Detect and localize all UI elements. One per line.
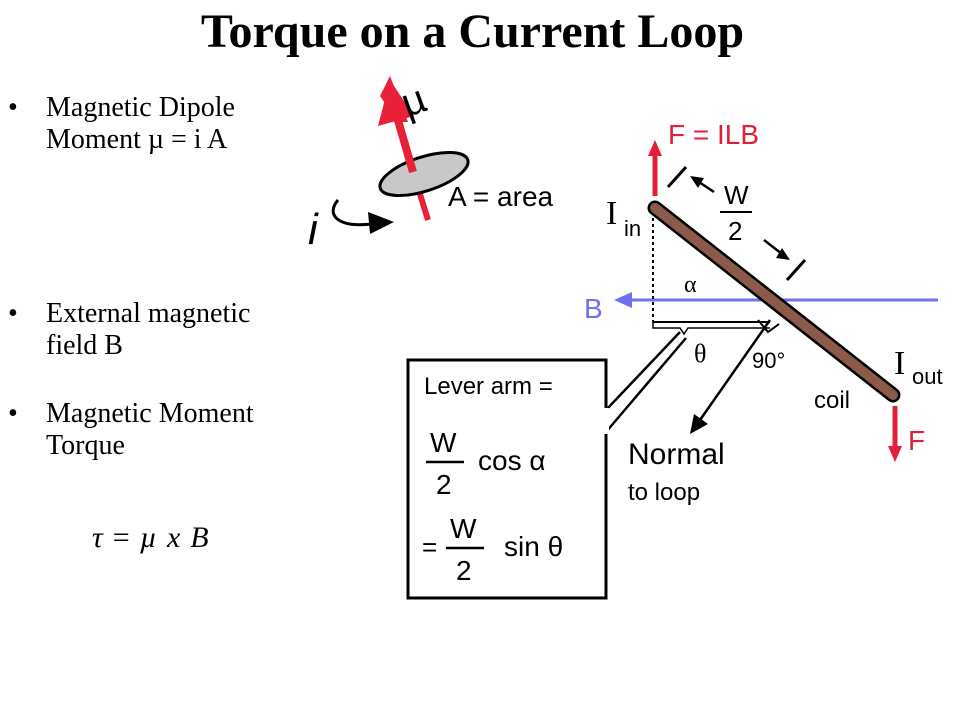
right-angle-mark — [757, 319, 780, 334]
callout-pointer-a — [605, 331, 681, 411]
w-arrowhead-top — [690, 176, 704, 188]
current-arrowhead — [368, 212, 394, 234]
lever-cos: cos α — [478, 445, 546, 476]
w-arrow-bottom — [763, 239, 783, 255]
bullet-marker: • — [8, 92, 18, 123]
current-label: i — [308, 205, 319, 254]
force-top-label: F = ILB — [668, 119, 759, 150]
i-in-label: I — [606, 195, 617, 232]
b-field-label: B — [584, 293, 603, 324]
mu-arrowhead-tip — [378, 80, 414, 126]
i-in-subscript: in — [624, 216, 641, 241]
lever-arm-box — [406, 358, 608, 600]
bullet-text-line: Magnetic Moment — [46, 398, 254, 429]
b-field-arrowhead — [614, 292, 632, 308]
torque-diagram: B F = ILB F I in I out W 2 α — [406, 119, 943, 600]
callout-gap — [603, 408, 609, 434]
area-label: A = area — [448, 181, 554, 212]
theta-label: θ — [694, 339, 706, 368]
coil — [650, 203, 898, 400]
normal-vector — [698, 319, 772, 421]
w-half-numerator: W — [724, 180, 749, 210]
formula-tau: τ — [92, 521, 103, 554]
angle-90-label: 90° — [752, 348, 785, 373]
normal-arrowhead — [690, 414, 708, 434]
formula-b: B — [190, 521, 209, 554]
lever-equals: = — [422, 532, 437, 562]
force-bottom-arrowhead — [888, 446, 902, 462]
formula-cross: x — [166, 521, 181, 554]
w-tick-top — [666, 165, 688, 189]
lever-sin: sin θ — [504, 531, 563, 562]
lever-arm-title: Lever arm = — [424, 373, 553, 400]
w-arrowhead-bottom — [776, 248, 790, 260]
alpha-brace — [652, 322, 770, 336]
loop-disc — [378, 150, 470, 198]
w-half-denominator: 2 — [728, 216, 742, 246]
normal-label-line1: Normal — [628, 438, 725, 471]
bullet-text-line: Torque — [46, 430, 125, 461]
bullet-text-line: Magnetic Dipole — [46, 92, 235, 123]
current-loop-figure: µ i A = area — [308, 76, 554, 254]
i-out-label: I — [894, 345, 905, 382]
lever-w-1: W — [430, 427, 457, 458]
bullet-marker: • — [8, 298, 18, 329]
force-top-arrowhead — [648, 140, 662, 156]
lever-2-1: 2 — [436, 469, 452, 500]
alpha-label: α — [684, 272, 697, 298]
coil-label: coil — [814, 387, 850, 414]
bullet-text-line: Moment µ = i A — [46, 124, 228, 155]
current-arrow — [331, 199, 373, 227]
callout-pointer-b — [605, 337, 687, 433]
w-tick-bottom — [785, 258, 807, 282]
bullet-marker: • — [8, 398, 18, 429]
page-title: Torque on a Current Loop — [200, 5, 745, 58]
lever-2-2: 2 — [456, 555, 472, 586]
lever-w-2: W — [450, 513, 477, 544]
bullet-text-line: field B — [46, 330, 123, 361]
formula-mu: µ — [139, 521, 157, 554]
bullet-text-line: External magnetic — [46, 298, 251, 329]
force-bottom-label: F — [908, 425, 925, 456]
formula-equals: = — [112, 521, 130, 554]
i-out-subscript: out — [912, 364, 943, 389]
normal-label-line2: to loop — [628, 479, 700, 506]
